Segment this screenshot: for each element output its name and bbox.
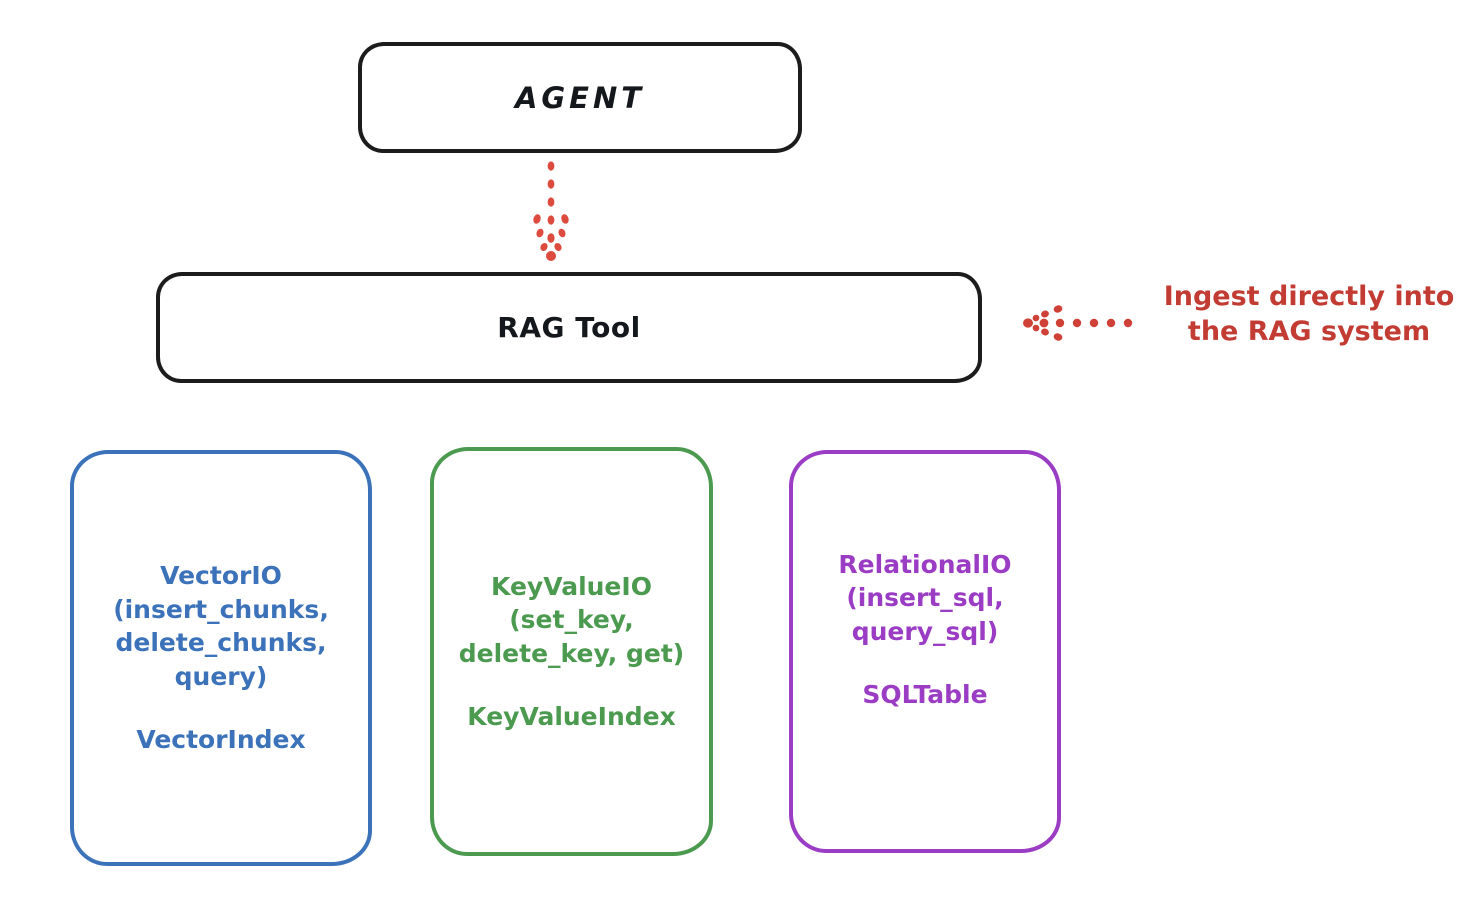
rag-tool-node-label: RAG Tool xyxy=(497,311,641,344)
vector-io-api-label: VectorIO (insert_chunks, delete_chunks, … xyxy=(113,561,329,691)
key-value-io-index-label: KeyValueIndex xyxy=(467,702,676,731)
relational-io-node[interactable]: RelationalIO (insert_sql, query_sql) SQL… xyxy=(789,450,1061,853)
key-value-io-api-label: KeyValueIO (set_key, delete_key, get) xyxy=(458,571,685,668)
agent-node-label: AGENT xyxy=(514,80,646,115)
agent-to-rag-tool-arrow-icon xyxy=(533,161,569,261)
agent-node[interactable]: AGENT xyxy=(358,42,802,153)
ingest-annotation-label: Ingest directly into the RAG system xyxy=(1163,281,1455,348)
relational-io-content: RelationalIO (insert_sql, query_sql) SQL… xyxy=(801,548,1049,712)
relational-io-api-label: RelationalIO (insert_sql, query_sql) xyxy=(838,549,1012,646)
relational-io-index-label: SQLTable xyxy=(862,680,988,709)
key-value-io-node[interactable]: KeyValueIO (set_key, delete_key, get) Ke… xyxy=(430,447,713,856)
ingest-to-rag-tool-arrow-icon xyxy=(1023,305,1133,341)
rag-tool-node[interactable]: RAG Tool xyxy=(156,272,982,383)
vector-io-index-label: VectorIndex xyxy=(136,725,306,755)
vector-io-content: VectorIO (insert_chunks, delete_chunks, … xyxy=(82,559,360,757)
key-value-io-content: KeyValueIO (set_key, delete_key, get) Ke… xyxy=(442,570,701,734)
vector-io-node[interactable]: VectorIO (insert_chunks, delete_chunks, … xyxy=(70,450,372,866)
